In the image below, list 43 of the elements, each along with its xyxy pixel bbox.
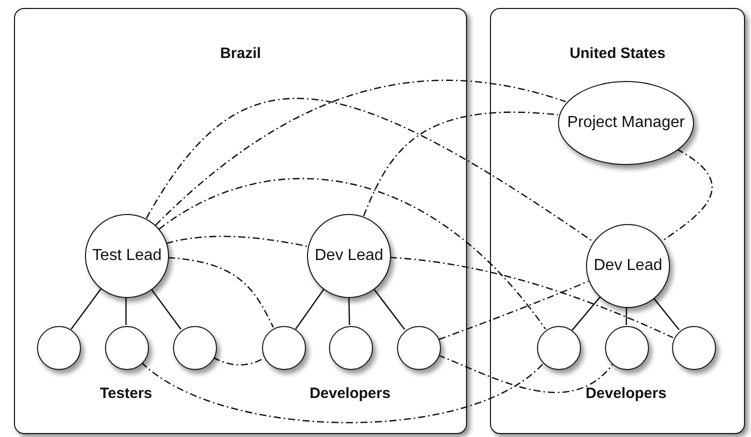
node-label: Dev Lead [314, 246, 384, 266]
group-label: Developers [310, 385, 390, 402]
dash-dot-connector [363, 112, 558, 216]
connector-line [652, 297, 680, 330]
role-circle [586, 224, 670, 308]
person-circle [329, 326, 373, 370]
dash-dot-connector [166, 236, 308, 247]
region-panel [490, 8, 745, 434]
connector-line [295, 288, 324, 330]
node-label: Dev Lead [592, 256, 664, 276]
person-circle [262, 326, 306, 370]
dash-dot-connector [390, 256, 674, 338]
connector-line [572, 296, 600, 331]
connector-line [125, 297, 127, 325]
person-circle [37, 326, 81, 370]
dash-dot-connector [168, 256, 274, 328]
region-title: Brazil [219, 45, 262, 62]
person-circle [672, 326, 716, 370]
connector-line [150, 288, 182, 330]
dash-dot-connector [438, 354, 614, 393]
dash-dot-connector [438, 280, 589, 340]
dash-dot-connector [661, 148, 712, 242]
dash-dot-connector [213, 356, 264, 366]
person-circle [397, 326, 441, 370]
region-title: United States [568, 45, 666, 62]
connector-line [70, 288, 102, 330]
connector-line [348, 296, 350, 326]
connector-line [372, 288, 406, 330]
group-label: Developers [586, 385, 666, 402]
node-label: Project Manager [566, 113, 686, 133]
dash-dot-connector [158, 178, 546, 330]
node-label: Test Lead [91, 246, 163, 266]
person-circle [537, 326, 581, 370]
dash-dot-connector [141, 362, 544, 424]
group-label: Testers [100, 385, 152, 402]
person-circle [105, 326, 149, 370]
dash-dot-connector [146, 98, 593, 242]
role-circle [85, 214, 169, 298]
region-panel [14, 8, 467, 434]
person-circle [173, 326, 217, 370]
dash-dot-connector [155, 80, 566, 226]
connector-line [626, 307, 628, 325]
person-circle [605, 326, 649, 370]
